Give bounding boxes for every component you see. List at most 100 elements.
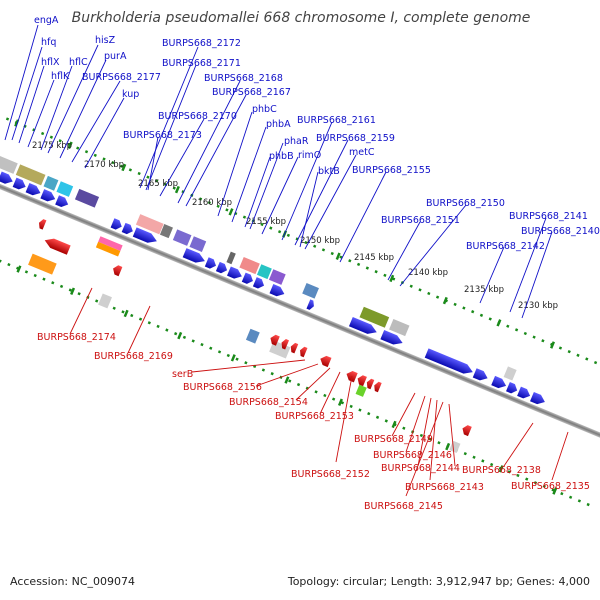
track-dot [323,393,327,398]
cog-band [268,268,287,286]
track-dot [419,433,424,438]
track-major-tick [121,163,127,172]
track-dot [165,328,169,332]
forward-gene-arrow [55,195,69,208]
gene-label-hfq: hfq [41,37,56,48]
gene-label-purA: purA [104,51,127,62]
track-dot [33,273,37,278]
track-major-tick [284,376,290,384]
forward-gene-arrow [215,261,228,274]
scale-label: 2145 kbp [354,253,394,263]
cog-band [238,256,261,275]
bottom-leader-lines [69,287,569,497]
forward-gene-arrow [517,386,531,399]
track-dot [471,310,475,314]
track-dot [93,153,97,157]
forward-gene-arrow [424,348,473,374]
track-dot [488,317,492,321]
track-dot [313,244,317,248]
track-dot [586,502,590,507]
gene-label-BURPS668_2138: BURPS668_2138 [462,465,541,476]
cog-band [172,228,193,247]
track-dot [217,350,222,354]
track-dot [356,262,361,267]
track-dot [40,131,45,136]
cog-band [188,235,208,253]
track-dot [506,324,510,328]
track-dot [174,332,178,336]
track-dot [462,306,466,310]
scale-label: 2160 kbp [192,198,232,208]
reverse-gene-arrow [290,342,299,354]
scale-label: 2170 kbp [84,160,124,170]
scale-labels: 2175 kbp 2170 kbp 2165 kbp 2160 kbp 2155… [32,141,558,311]
track-dot [542,484,546,489]
track-major-tick [123,309,129,318]
genome-backbone [0,172,600,446]
track-dot [119,164,124,168]
track-dot [112,306,116,310]
track-dot [0,259,2,263]
track-dot [409,284,413,288]
track-dot [84,150,89,154]
track-major-tick [67,141,73,149]
track-dot [128,168,133,172]
track-dot [418,288,422,292]
track-dot [277,230,282,234]
reverse-gene-arrow [270,334,280,346]
track-dot [375,415,380,419]
track-dot [260,222,264,227]
gene-label-BURPS668_2171: BURPS668_2171 [162,58,241,69]
track-dot [481,459,485,463]
gene-label-BURPS668_2177: BURPS668_2177 [82,72,161,83]
gene-label-BURPS668_2151: BURPS668_2151 [381,215,460,226]
cog-band [245,328,260,344]
track-dot [102,157,106,161]
track-dot [296,382,301,387]
cog-band [159,223,174,239]
track-dot [172,186,176,190]
gene-label-hflC: hflC [69,57,88,68]
forward-gene-arrow [306,299,314,310]
scale-label: 2175 kbp [32,141,72,151]
cog-band [388,318,411,337]
gene-label-BURPS668_2149: BURPS668_2149 [354,434,433,445]
gene-label-hisZ: hisZ [95,35,116,46]
track-dot [137,171,141,176]
map-track-group [0,117,600,507]
forward-gene-arrow [25,183,41,196]
track-dot [156,324,160,329]
track-dot [384,419,388,423]
track-dot [76,146,80,150]
track-dot [558,346,563,350]
gene-label-BURPS668_2168: BURPS668_2168 [204,73,283,84]
gene-label-BURPS668_2172: BURPS668_2172 [162,38,241,49]
track-dot [270,372,274,376]
track-dot [182,335,187,339]
track-major-tick [177,331,183,340]
reverse-gene-arrow [44,238,71,255]
gene-label-BURPS668_2174: BURPS668_2174 [37,332,116,343]
cog-color-bands [0,152,518,454]
track-major-tick [337,398,343,406]
track-dot [286,233,291,237]
track-dot [130,313,134,318]
map-title: Burkholderia pseudomallei 668 chromosome… [72,10,531,26]
track-dot [437,441,441,445]
track-dot [541,339,545,343]
gene-label-BURPS668_2167: BURPS668_2167 [212,87,291,98]
track-dot [585,357,589,361]
cog-band [98,236,123,251]
track-dot [374,270,378,274]
cog-band [355,384,367,397]
track-major-tick [335,252,341,260]
track-dot [367,412,371,416]
track-dot [138,317,143,321]
track-dot [567,350,571,354]
reverse-gene-arrow [462,425,472,437]
gene-label-BURPS668_2140: BURPS668_2140 [521,226,600,237]
cog-band [42,175,60,192]
cog-band [256,263,273,280]
track-dot [365,266,369,270]
gene-label-BURPS668_2135: BURPS668_2135 [511,481,590,492]
